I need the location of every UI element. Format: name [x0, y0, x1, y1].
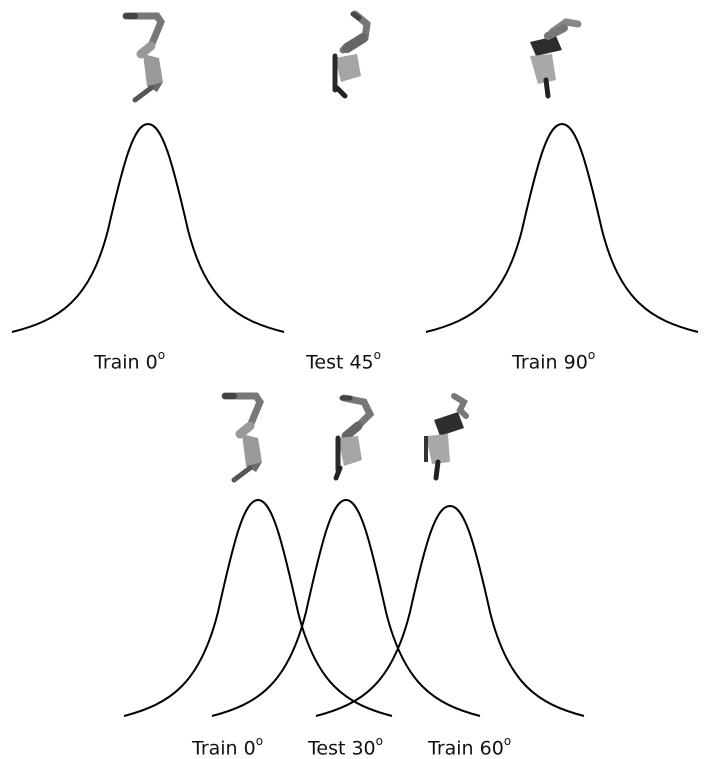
label-test-45-top: Test 45o	[306, 348, 381, 374]
label-train-0-bottom: Train 0o	[192, 734, 264, 759]
tuning-curve-train-90-top	[425, 122, 699, 333]
figure-pose-60-bottom	[424, 393, 469, 481]
figure-pose-30-bottom	[333, 394, 375, 481]
figure-pose-0-top	[122, 12, 165, 103]
tuning-curve-test-30-bottom	[211, 498, 481, 717]
label-train-0-top: Train 0o	[94, 348, 166, 374]
label-train-60-bottom: Train 60o	[428, 734, 512, 759]
tuning-curve-train-0-top	[11, 122, 285, 333]
label-test-30-bottom: Test 30o	[308, 734, 383, 759]
tuning-curve-train-0-bottom	[123, 498, 393, 717]
figure-pose-45-top	[332, 10, 371, 99]
figure-pose-90-top	[530, 18, 582, 99]
figure-pose-0-bottom	[221, 392, 264, 483]
tuning-curve-train-60-bottom	[315, 504, 585, 717]
label-train-90-top: Train 90o	[512, 348, 596, 374]
